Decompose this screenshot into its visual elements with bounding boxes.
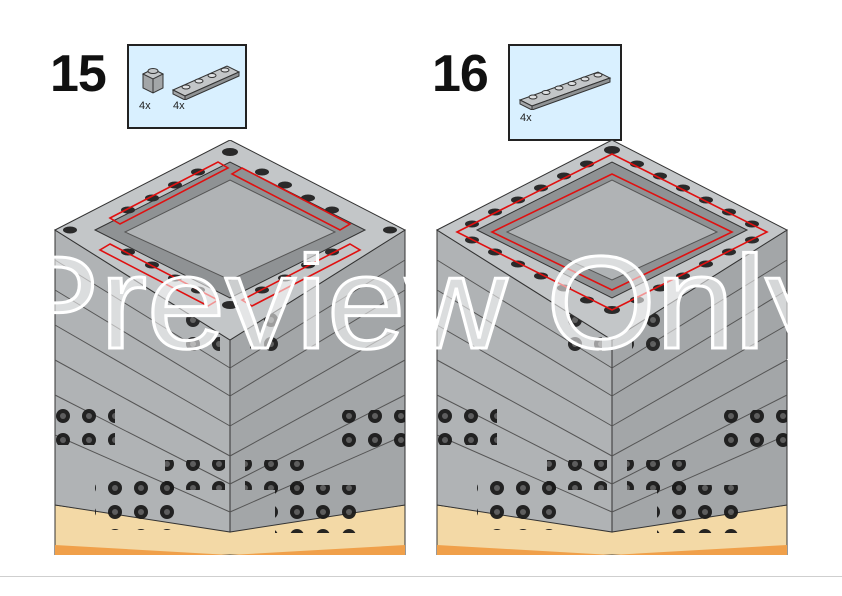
model-illustration-step-16: [435, 140, 789, 555]
model-illustration-step-15: [53, 140, 407, 555]
part-qty-plate: 4x: [173, 100, 185, 112]
part-qty-brick: 4x: [139, 100, 151, 112]
part-qty-plate: 4x: [520, 112, 532, 124]
parts-callout-step-16: 4x: [508, 44, 622, 141]
parts-callout-step-15: 4x 4x: [127, 44, 247, 129]
plate-1x6-icon: [518, 71, 612, 110]
brick-1x1-icon: [141, 68, 165, 94]
step-number-15: 15: [50, 45, 107, 103]
plate-1x4-icon: [171, 65, 241, 100]
step-number-16: 16: [432, 45, 489, 103]
footer-divider: [0, 576, 842, 577]
